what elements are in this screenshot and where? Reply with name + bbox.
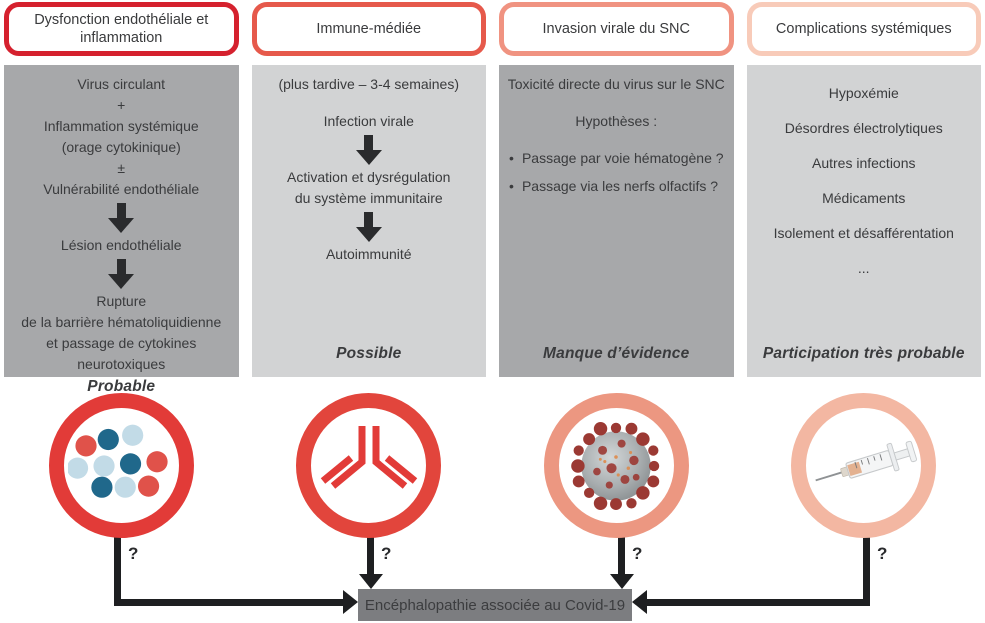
antibody-graphic [320, 425, 417, 489]
arrowhead-right-icon [343, 590, 358, 614]
column-panel: Virus circulant + Inflammation systémiqu… [4, 65, 239, 395]
panel-text: Inflammation systémique [43, 118, 199, 134]
verdict-label: Manque d’évidence [543, 344, 690, 362]
arrowhead-down-icon [359, 574, 383, 589]
panel-text: Vulnérabilité endothéliale [43, 181, 200, 197]
down-arrow [355, 135, 382, 165]
column-header-label: Immune-médiée [316, 20, 422, 37]
question-mark: ? [632, 544, 643, 563]
coronavirus-graphic [571, 421, 660, 510]
connector-line-col1-vertical [114, 520, 121, 606]
icon-row [4, 393, 981, 538]
panel-text: Isolement et désafférentation [773, 225, 954, 241]
panel-text: du système immunitaire [294, 190, 443, 206]
connector-line-col1-horizontal [114, 599, 343, 606]
down-arrow [108, 203, 135, 233]
connector-line-col3-vertical [618, 520, 625, 575]
syringe-icon [791, 393, 937, 538]
panel-text: (orage cytokinique) [61, 139, 181, 155]
connector-line-col4-horizontal [647, 599, 870, 606]
cytokine-dots-graphic [68, 424, 168, 498]
hypotheses-list: Passage par voie hématogène ? Passage vi… [509, 148, 724, 204]
column-header-label: Complications systémiques [775, 20, 952, 37]
syringe-graphic [815, 440, 917, 481]
panel-text: Autoimmunité [325, 246, 412, 262]
list-item: Passage par voie hématogène ? [509, 148, 724, 169]
mechanism-columns: Dysfonction endothéliale et inflammation… [4, 2, 981, 395]
column-panel: Hypoxémie Désordres électrolytiques Autr… [746, 65, 981, 377]
plus-sign: + [117, 97, 126, 113]
panel-text: de la barrière hématoliquidienne [21, 314, 222, 330]
coronavirus-icon [543, 393, 689, 538]
question-mark: ? [381, 544, 392, 563]
column-panel: (plus tardive – 3-4 semaines) Infection … [251, 65, 486, 377]
column-header-label: Dysfonction endothéliale et inflammation [34, 11, 209, 46]
column-systemic-complications: Complications systémiques Hypoxémie Déso… [746, 2, 981, 377]
column-immune-mediated: Immune-médiée (plus tardive – 3-4 semain… [251, 2, 486, 377]
column-header: Dysfonction endothéliale et inflammation [4, 2, 239, 56]
outcome-label: Encéphalopathie associée au Covid-19 [364, 596, 626, 614]
panel-text: Désordres électrolytiques [784, 120, 943, 136]
column-header: Complications systémiques [746, 2, 981, 56]
panel-text: Infection virale [323, 113, 414, 129]
verdict-label: Participation très probable [762, 344, 965, 362]
panel-text: Médicaments [822, 190, 906, 206]
plus-minus-sign: ± [117, 160, 126, 176]
panel-text: Activation et dysrégulation [287, 169, 451, 185]
connector-line-col4-vertical [863, 520, 870, 606]
panel-text: Autres infections [812, 155, 916, 171]
ellipsis-text: ... [857, 260, 870, 276]
column-header: Invasion virale du SNC [499, 2, 734, 56]
question-mark: ? [128, 544, 139, 563]
panel-text: Toxicité directe du virus sur le SNC [507, 76, 725, 92]
column-header: Immune-médiée [251, 2, 486, 56]
down-arrow [108, 259, 135, 289]
panel-text: (plus tardive – 3-4 semaines) [278, 76, 460, 92]
verdict-label: Probable [87, 378, 156, 395]
antibody-icon [296, 393, 442, 538]
column-viral-cns-invasion: Invasion virale du SNC Toxicité directe … [499, 2, 734, 377]
column-panel: Toxicité directe du virus sur le SNC Hyp… [499, 65, 734, 377]
down-arrow [355, 212, 382, 242]
arrowhead-down-icon [610, 574, 634, 589]
panel-text: Hypothèses : [575, 113, 658, 129]
panel-text: Rupture [96, 293, 147, 309]
cytokines-icon [48, 393, 194, 538]
panel-text: et passage de cytokines neurotoxiques [46, 335, 197, 372]
panel-text: Lésion endothéliale [60, 237, 182, 253]
arrowhead-left-icon [632, 590, 647, 614]
list-item: Passage via les nerfs olfactifs ? [509, 176, 724, 197]
column-header-label: Invasion virale du SNC [542, 20, 691, 37]
connector-line-col2-vertical [367, 520, 374, 575]
outcome-box: Encéphalopathie associée au Covid-19 [358, 589, 632, 621]
panel-text: Virus circulant [77, 76, 166, 92]
column-endothelial-dysfunction: Dysfonction endothéliale et inflammation… [4, 2, 239, 395]
verdict-label: Possible [336, 344, 402, 362]
question-mark: ? [877, 544, 888, 563]
panel-text: Hypoxémie [828, 85, 899, 101]
